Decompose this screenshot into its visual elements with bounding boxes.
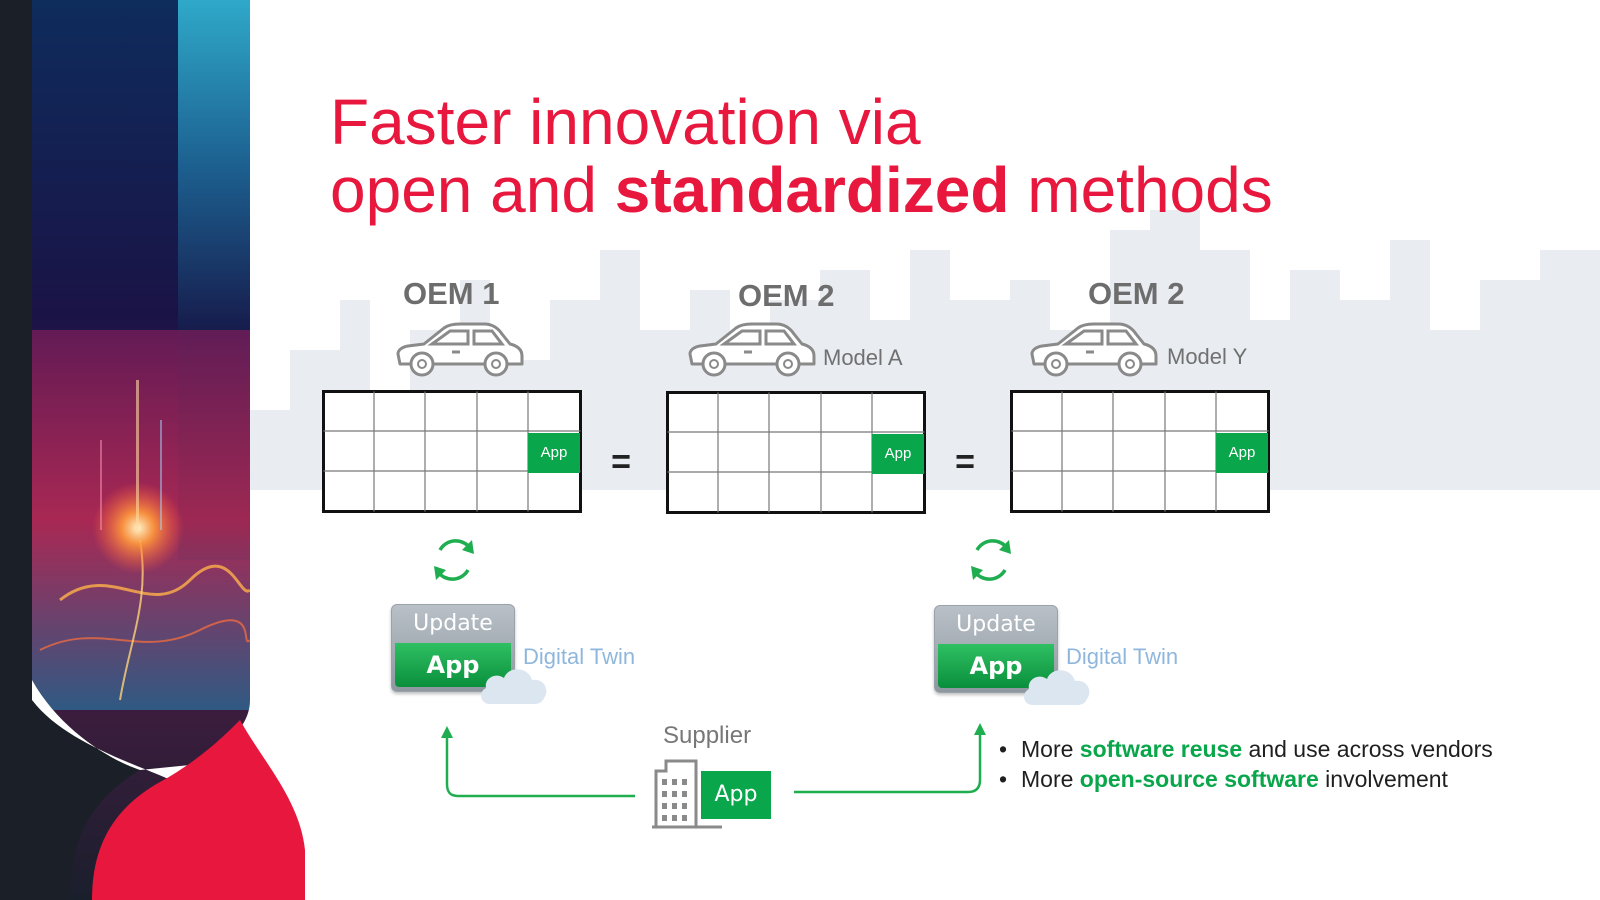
car-icon	[396, 322, 524, 377]
title-line-2-before: open and	[330, 154, 615, 226]
oem-2-model-label: Model A	[823, 345, 903, 370]
equals-sign: =	[955, 443, 975, 481]
oem-3-label: OEM 2	[1088, 276, 1185, 311]
bullet-highlight: open-source software	[1079, 766, 1319, 792]
bullet-text: and use across vendors	[1242, 736, 1493, 762]
supplier-app-badge: App	[701, 771, 771, 819]
bullet-text: involvement	[1318, 766, 1448, 792]
bullet-dot: •	[999, 766, 1008, 792]
car-icon	[1030, 322, 1158, 377]
oem-3-model-label: Model Y	[1167, 344, 1248, 369]
update-label: Update	[413, 611, 493, 636]
bullet-text: More	[1021, 766, 1080, 792]
title-line-2-after: methods	[1009, 154, 1273, 226]
title-line-1: Faster innovation via	[330, 86, 921, 158]
list-item: • More software reuse and use across vend…	[995, 734, 1493, 764]
slide-title: Faster innovation via open and standardi…	[330, 88, 1273, 224]
update-label: Update	[956, 612, 1036, 637]
bullet-highlight: software reuse	[1079, 736, 1243, 762]
building-icon	[652, 759, 722, 829]
sync-icon	[971, 539, 1011, 581]
update-app-card-2: Update App	[934, 605, 1058, 693]
supplier-label: Supplier	[663, 722, 752, 749]
bullet-text: More	[1021, 736, 1080, 762]
title-line-2-bold: standardized	[614, 154, 1010, 226]
digital-twin-label: Digital Twin	[1066, 644, 1179, 669]
oem-3-app-cell: App	[1216, 433, 1268, 473]
update-app-label: App	[426, 651, 480, 679]
sync-icon	[434, 539, 474, 581]
digital-twin-label: Digital Twin	[523, 644, 636, 669]
list-item: • More open-source software involvement	[995, 764, 1493, 794]
update-app-bar: App	[938, 644, 1054, 688]
car-icon	[688, 322, 816, 377]
bullet-dot: •	[999, 736, 1008, 762]
oem-1-label: OEM 1	[403, 276, 500, 311]
cloud-icon	[481, 669, 547, 704]
cloud-icon	[1024, 670, 1090, 705]
oem-2-app-cell: App	[872, 434, 924, 474]
equals-sign: =	[611, 443, 631, 481]
benefits-list: • More software reuse and use across vend…	[995, 734, 1493, 794]
oem-2-label: OEM 2	[738, 278, 835, 313]
oem-1-app-cell: App	[528, 433, 580, 473]
update-app-label: App	[969, 652, 1023, 680]
